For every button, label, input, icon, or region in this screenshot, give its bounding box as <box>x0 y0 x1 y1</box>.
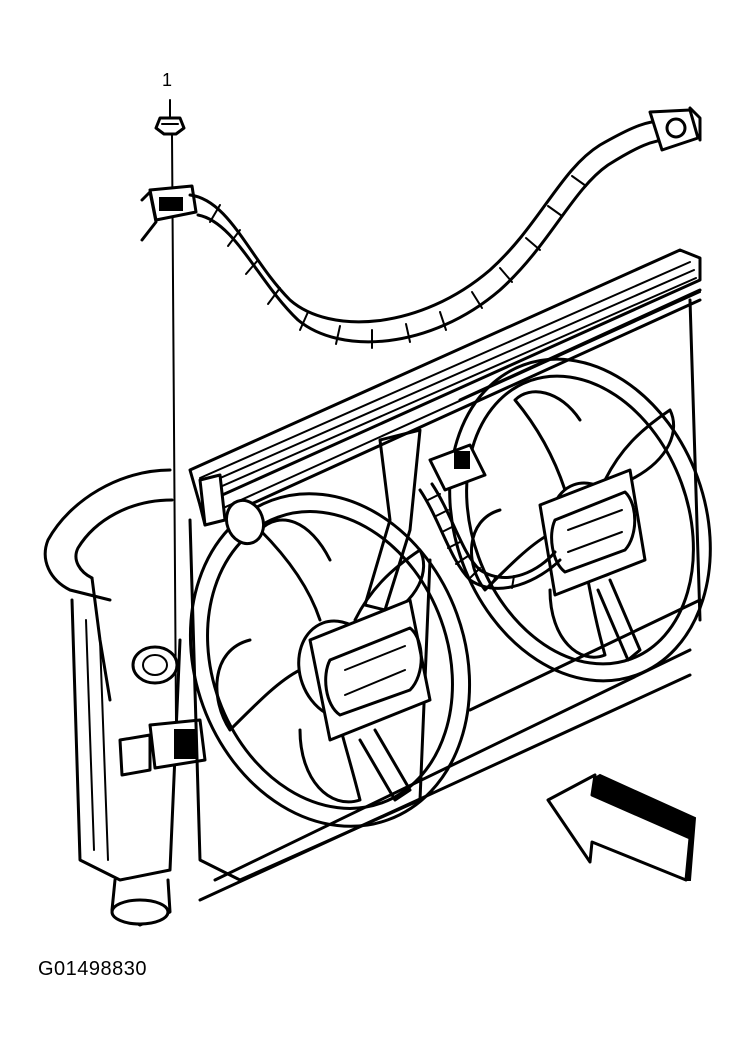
lower-clip-icon <box>118 718 207 777</box>
harness-retainer-clip-icon <box>140 184 198 242</box>
wiring-harness-icon <box>188 106 702 349</box>
figure-id: G01498830 <box>38 958 148 980</box>
callout-leader <box>169 99 177 721</box>
right-fan-motor <box>538 468 647 662</box>
shroud-harness <box>418 443 562 590</box>
radiator-upper-frame <box>188 248 702 527</box>
radiator-side-tank <box>70 598 182 927</box>
callout-number: 1 <box>162 70 173 90</box>
shroud-bracket <box>198 473 266 546</box>
left-fan-strut <box>358 428 422 802</box>
left-fan-motor <box>308 598 432 742</box>
retainer-pin-icon <box>154 116 186 136</box>
direction-arrow-icon <box>546 773 697 882</box>
fan-shroud-left <box>188 518 692 902</box>
